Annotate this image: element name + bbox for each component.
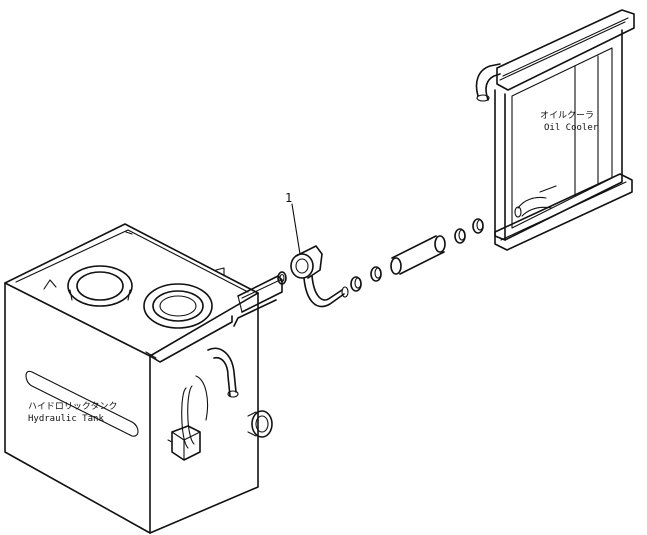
oil-cooler bbox=[475, 9, 635, 251]
oil-cooler-label-jp: オイルクーラ bbox=[540, 111, 595, 121]
hydraulic-tank-label-en: Hydraulic Tank bbox=[28, 414, 104, 424]
oil-cooler-label-en: Oil Cooler bbox=[544, 123, 599, 133]
callout-1-label: 1 bbox=[285, 191, 293, 205]
hose-assembly bbox=[277, 218, 484, 308]
hydraulic-tank bbox=[4, 223, 283, 534]
callout-1-leader bbox=[291, 203, 301, 255]
hydraulic-tank-label-jp: ハイドロリックタンク bbox=[28, 402, 118, 412]
